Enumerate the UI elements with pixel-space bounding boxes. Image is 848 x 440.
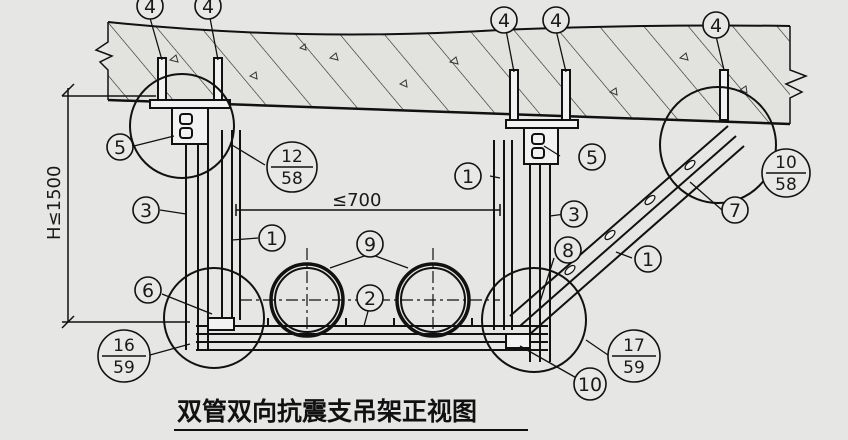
- callout-4-left-b: [194, 0, 222, 20]
- callout-4-right-b-label: 4: [550, 10, 562, 32]
- callout-3-right: [560, 200, 588, 228]
- callout-2-label: 2: [364, 288, 376, 310]
- callout-4-right-a-label: 4: [498, 10, 510, 32]
- callout-7-label: 7: [729, 200, 741, 222]
- dimension-lines: [61, 83, 501, 329]
- callout-1-right-support: [454, 162, 482, 190]
- concrete-slab: [94, 21, 809, 126]
- callout-8-label: 8: [562, 240, 574, 262]
- callout-6: [134, 276, 162, 304]
- callout-4-left-b-label: 4: [202, 0, 214, 18]
- callout-4-brace-label: 4: [710, 15, 722, 37]
- callout-1-brace: [634, 245, 662, 273]
- callout-5-right: [578, 143, 606, 171]
- detail-ref-10-58-top: 10: [775, 153, 797, 173]
- callout-2: [356, 284, 384, 312]
- callout-1-left: [258, 224, 286, 252]
- callout-3-right-label: 3: [568, 204, 580, 226]
- callout-5-right-label: 5: [586, 147, 598, 169]
- callout-4-brace: [702, 11, 730, 39]
- callout-10: [573, 367, 607, 401]
- detail-ref-17-59-top: 17: [623, 336, 645, 356]
- callout-3-left-label: 3: [140, 200, 152, 222]
- diagram-caption: 双管双向抗震支吊架正视图: [177, 397, 477, 426]
- callout-5-left: [106, 133, 134, 161]
- callout-1-right-support-label: 1: [462, 166, 474, 188]
- detail-ref-12-58-bottom: 58: [281, 169, 303, 189]
- bottom-channel: [196, 317, 548, 351]
- pipes: [240, 248, 500, 340]
- callout-9: [356, 230, 384, 258]
- callout-10-label: 10: [578, 374, 602, 396]
- detail-ref-12-58-top: 12: [281, 147, 303, 167]
- spacing-dimension: ≤700: [332, 190, 381, 211]
- diagonal-brace: [509, 125, 745, 335]
- height-dimension: H≤1500: [44, 166, 65, 240]
- callout-6-label: 6: [142, 280, 154, 302]
- detail-ref-17-59-bottom: 59: [623, 358, 645, 378]
- callout-4-left-a-label: 4: [144, 0, 156, 18]
- callout-3-left: [132, 196, 160, 224]
- callout-4-right-b: [542, 6, 570, 34]
- callout-7: [721, 196, 749, 224]
- callout-4-right-a: [490, 6, 518, 34]
- detail-ref-10-58-bottom: 58: [775, 175, 797, 195]
- callout-1-left-label: 1: [266, 228, 278, 250]
- detail-circles: [129, 73, 777, 373]
- detail-ref-16-59-bottom: 59: [113, 358, 135, 378]
- right-support: [493, 119, 579, 362]
- leader-lines: [133, 17, 725, 381]
- detail-ref-16-59-top: 16: [113, 336, 135, 356]
- callout-5-left-label: 5: [114, 137, 126, 159]
- callout-4-left-a: [136, 0, 164, 20]
- callout-9-label: 9: [364, 234, 376, 256]
- callout-1-brace-label: 1: [642, 249, 654, 271]
- callout-8: [554, 236, 582, 264]
